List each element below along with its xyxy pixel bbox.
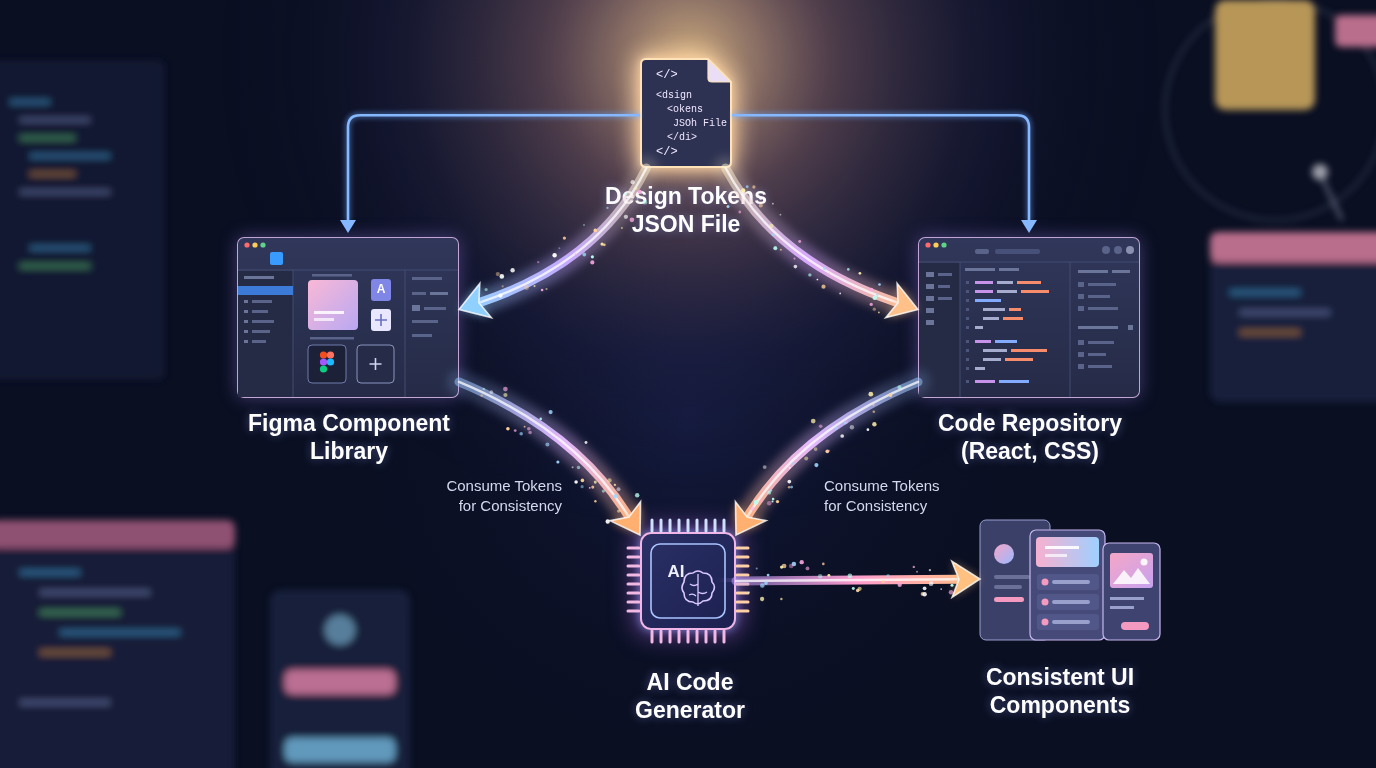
node-caption: AI Code Generator: [615, 668, 765, 724]
chip-detail: [628, 520, 748, 642]
ai-chip-node: AIAI Code Generator: [640, 532, 736, 630]
glow-arrow: [459, 382, 641, 535]
node-caption: Figma Component Library: [234, 409, 464, 465]
ui-components-illustration: [980, 520, 1160, 640]
node-caption: Design Tokens JSON File: [591, 182, 781, 238]
code-window-detail: [919, 242, 1139, 397]
glow-arrow: [735, 382, 918, 535]
figma-window-node: Figma Component Library: [237, 237, 459, 398]
glow-arrow: [736, 560, 980, 601]
document-icon: [640, 58, 732, 168]
chip-label: AI: [656, 562, 696, 582]
ui-components-node: Consistent UI Components: [980, 518, 1160, 640]
edge-label: Consume Tokens for Consistency: [432, 476, 562, 516]
glow-arrow: [459, 168, 647, 318]
token-flow-line: [340, 115, 640, 233]
edge-label: Consume Tokens for Consistency: [824, 476, 954, 516]
node-caption: Code Repository (React, CSS): [915, 409, 1145, 465]
code-window-node: Code Repository (React, CSS): [918, 237, 1140, 398]
node-caption: Consistent UI Components: [975, 663, 1145, 719]
glow-arrow: [726, 168, 918, 318]
token-flow-line: [732, 115, 1037, 233]
json-file-node: Design Tokens JSON File: [640, 58, 732, 168]
figma-window-detail: [238, 242, 458, 397]
